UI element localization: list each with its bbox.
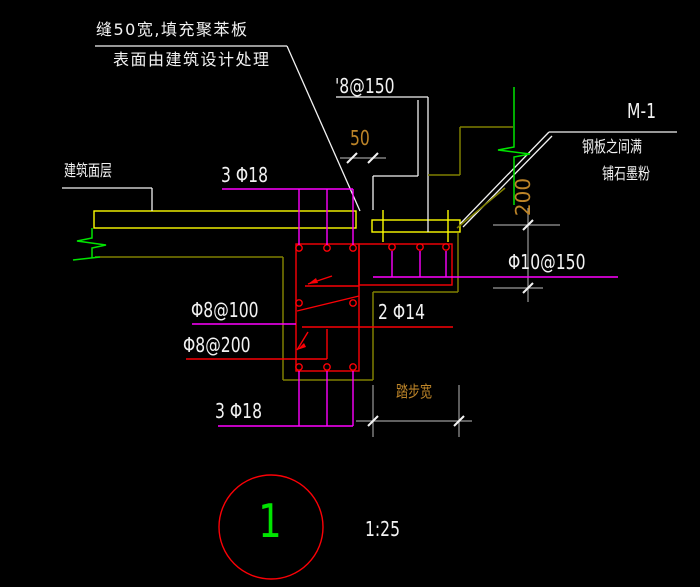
label-rebar-phi10: Φ10@150 — [508, 250, 586, 274]
break-lines-green — [72, 87, 531, 261]
steel-plate-hatch — [371, 210, 461, 242]
label-rebar-phi8-200: Φ8@200 — [183, 333, 251, 357]
detail-bubble-circle — [218, 474, 324, 580]
label-rebar-2phi14: 2 Φ14 — [378, 300, 426, 324]
slab-hatch — [93, 210, 357, 229]
label-floor-finish: 建筑面层 — [64, 161, 113, 180]
note-joint-fill: 缝50宽,填充聚苯板 — [96, 20, 249, 39]
dimension-lines — [340, 152, 560, 437]
detail-scale: 1:25 — [365, 517, 401, 541]
label-door-m1: M-1 — [627, 99, 657, 123]
note-steel-plate-2: 铺石墨粉 — [602, 164, 651, 183]
note-steel-plate-1: 钢板之间满 — [582, 137, 643, 156]
label-rebar-phi8-100: Φ8@100 — [191, 298, 259, 322]
profile-lines-olive — [95, 126, 513, 381]
label-dim-50: 50 — [350, 126, 370, 150]
label-dim-tread: 踏步宽 — [396, 382, 433, 401]
note-surface-treatment: 表面由建筑设计处理 — [113, 50, 271, 69]
rebar-outline-red — [186, 243, 453, 372]
white-leader-lines — [62, 45, 677, 232]
label-rebar-top: '8@150 — [335, 74, 395, 98]
label-dim-200: 200 — [511, 177, 535, 217]
label-rebar-3phi18-bottom: 3 Φ18 — [215, 399, 263, 423]
rebar-bars-magenta — [192, 188, 618, 427]
label-rebar-3phi18-top: 3 Φ18 — [221, 163, 269, 187]
detail-number: 1 — [258, 494, 282, 548]
